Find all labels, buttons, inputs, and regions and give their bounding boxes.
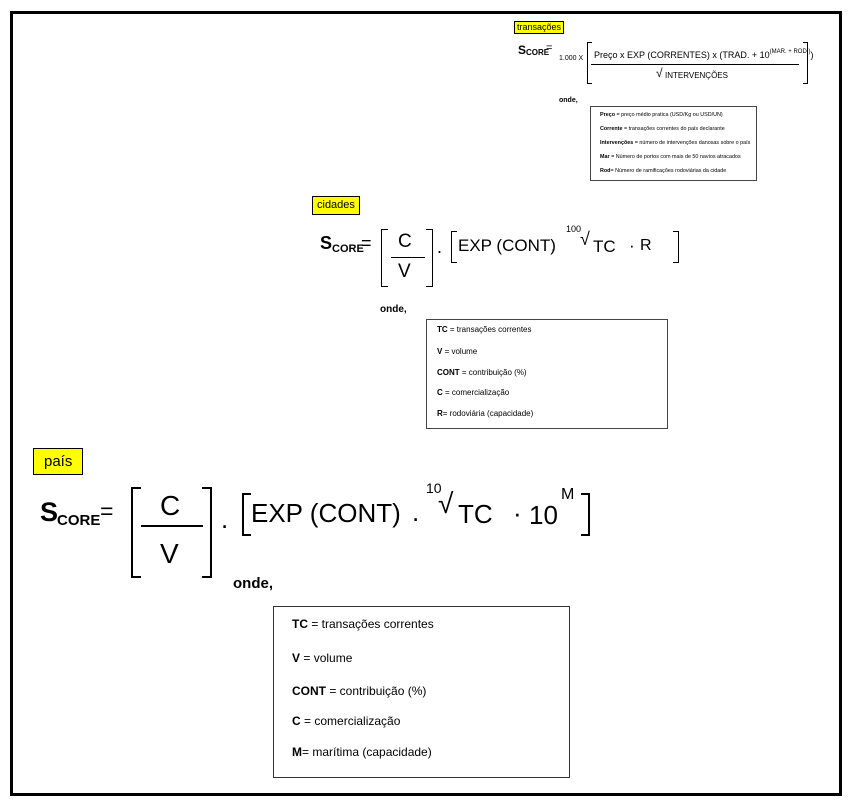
pais-legend-box: TC = transações correntes V = volume CON…	[273, 606, 570, 778]
cidades-dot: .	[437, 237, 443, 257]
cidades-legend-item: R= rodoviária (capacidade)	[437, 409, 534, 418]
pais-legend-item: C = comercialização	[292, 714, 401, 728]
cidades-exp: EXP (CONT)	[458, 236, 556, 255]
cidades-r: R	[640, 237, 652, 254]
transacoes-denominator: INTERVENÇÕES	[665, 71, 728, 80]
pais-m: M	[561, 486, 575, 503]
cidades-tc: TC	[593, 237, 616, 256]
cidades-bracket2-right	[673, 231, 679, 263]
cidades-onde: onde,	[380, 304, 407, 315]
cidades-bracket-right	[426, 229, 433, 287]
transacoes-legend-item: Preço = preço médio pratica (USD/Kg ou U…	[600, 112, 723, 118]
pais-tag: país	[33, 448, 84, 475]
pais-bracket-right	[202, 487, 212, 578]
pais-s-subscript: CORE	[57, 512, 101, 529]
pais-bracket2-left	[242, 493, 251, 536]
pais-dot3: ·	[513, 498, 522, 528]
cidades-fraction-line	[391, 257, 425, 258]
cidades-legend-item: TC = transações correntes	[437, 325, 532, 334]
pais-legend-item: M= marítima (capacidade)	[292, 745, 432, 759]
pais-s: S	[40, 497, 59, 527]
cidades-s-subscript: CORE	[332, 243, 364, 255]
pais-dot: .	[221, 504, 229, 534]
transacoes-legend-item: Rod= Número de ramificações rodoviárias …	[600, 168, 727, 174]
cidades-root-index: 100	[566, 224, 582, 234]
transacoes-factor: 1.000 X	[559, 55, 584, 62]
pais-root-index: 10	[426, 480, 442, 496]
cidades-bracket2-left	[451, 231, 457, 263]
cidades-dot2: .	[551, 236, 556, 255]
transacoes-fraction-line	[591, 64, 799, 65]
pais-equals: =	[100, 498, 114, 524]
transacoes-onde: onde,	[559, 97, 578, 104]
cidades-s: S	[320, 233, 333, 253]
cidades-legend-item: V = volume	[437, 347, 478, 356]
cidades-legend-item: CONT = contribuição (%)	[437, 368, 527, 377]
pais-onde: onde,	[233, 575, 273, 592]
transacoes-legend-item: Intervenções = número de intervenções da…	[600, 140, 751, 146]
cidades-c: C	[398, 231, 412, 252]
transacoes-legend-box: Preço = preço médio pratica (USD/Kg ou U…	[590, 106, 757, 181]
transacoes-equals: =	[546, 42, 553, 54]
cidades-root-sign: √	[580, 229, 590, 249]
cidades-v: V	[398, 261, 411, 282]
transacoes-bracket-left	[587, 42, 592, 84]
transacoes-s: S	[518, 43, 527, 57]
pais-fraction-line	[141, 525, 203, 527]
cidades-dot3: ·	[629, 236, 635, 255]
pais-bracket2-right	[581, 493, 590, 536]
transacoes-numerator: Preço x EXP (CORRENTES) x (TRAD. + 10(MA…	[594, 49, 814, 60]
cidades-tag: cidades	[312, 196, 360, 215]
transacoes-bracket-right	[803, 42, 808, 84]
pais-bracket-left	[131, 487, 141, 578]
cidades-equals: =	[361, 233, 372, 253]
pais-legend-item: V = volume	[292, 651, 353, 665]
transacoes-tag: transações	[514, 21, 565, 34]
transacoes-legend-item: Mar = Número de portos com mais de 50 na…	[600, 154, 741, 160]
transacoes-s-subscript: CORE	[526, 48, 550, 57]
pais-c: C	[160, 490, 181, 521]
pais-v: V	[160, 538, 179, 569]
pais-legend-item: TC = transações correntes	[292, 617, 434, 631]
cidades-legend-box: TC = transações correntes V = volume CON…	[426, 319, 668, 429]
outer-frame	[10, 11, 842, 796]
pais-root-sign: √	[438, 488, 454, 519]
pais-dot2: .	[412, 497, 420, 527]
transacoes-legend-item: Corrente = transações correntes do país …	[600, 126, 725, 132]
pais-exp: EXP (CONT)	[251, 498, 401, 528]
cidades-bracket-left	[381, 229, 388, 287]
pais-legend-item: CONT = contribuição (%)	[292, 684, 427, 698]
pais-tc: TC	[458, 499, 493, 529]
cidades-legend-item: C = comercialização	[437, 388, 510, 397]
transacoes-root-sign: √	[656, 66, 663, 80]
pais-ten: 10	[529, 500, 558, 530]
